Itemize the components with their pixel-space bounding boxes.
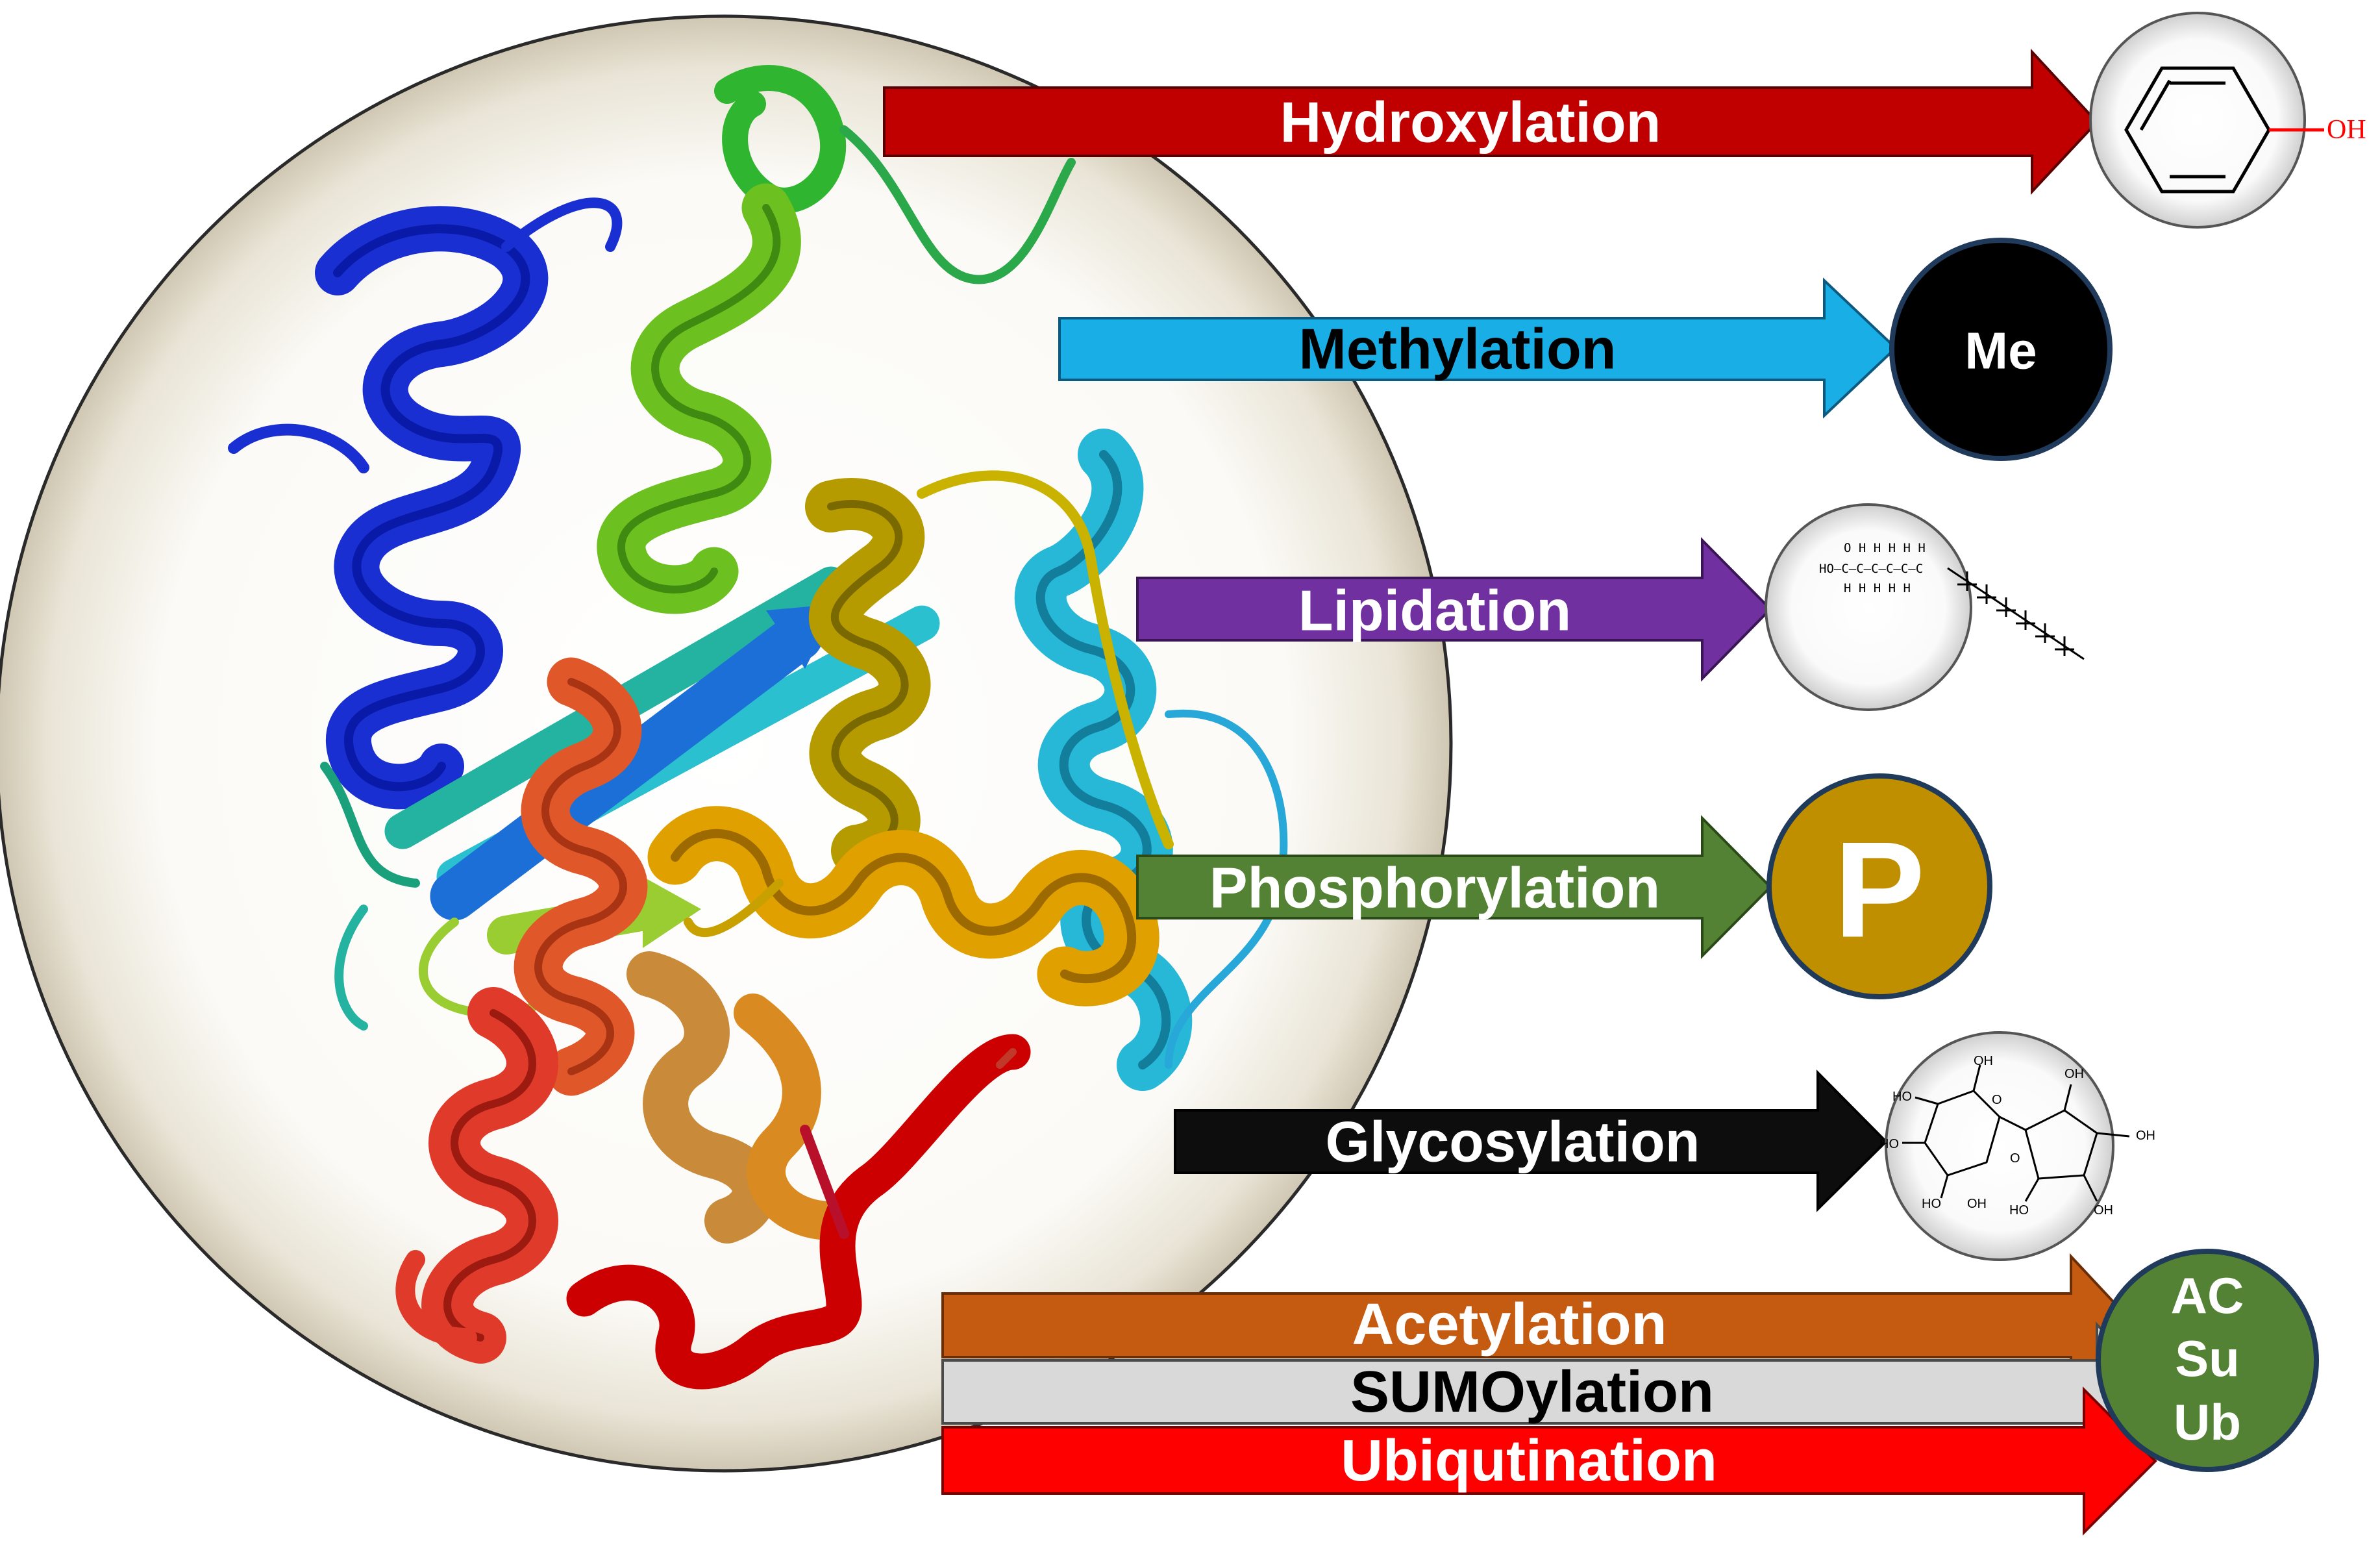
glyco-badge: OH HO HO HO OH O O OH OH HO OH (1879, 1031, 2155, 1261)
glyco-oh-label: OH (1967, 1197, 1987, 1211)
combined-label-ac: AC (2171, 1267, 2244, 1324)
ptm-arrow-methylation: Methylation (1058, 277, 1898, 419)
hydroxyl-oh-label: OH (2327, 115, 2366, 145)
arrow-label: Lipidation (1298, 579, 1571, 643)
phospho-badge: P (1766, 773, 1992, 999)
ptm-arrow-ubiqutination: Ubiqutination (941, 1386, 2157, 1536)
combined-badge: AC Su Ub (2096, 1249, 2319, 1472)
phenol-ring-icon (2124, 66, 2324, 194)
glyco-oh-label: OH (2064, 1067, 2084, 1081)
arrow-label: Glycosylation (1325, 1110, 1700, 1174)
arrow-shape (1058, 277, 1898, 419)
svg-text:HO–C–C–C–C–C–C: HO–C–C–C–C–C–C (1819, 562, 1923, 576)
glyco-oh-label: OH (1974, 1054, 1993, 1068)
arrow-shape (1136, 815, 1772, 959)
glyco-oh-label: HO (2009, 1203, 2029, 1218)
methyl-label: Me (1965, 322, 2037, 380)
lipid-tail-icon (1947, 567, 2085, 660)
lipid-badge: O H H H H H HO–C–C–C–C–C–C H H H H H (1765, 503, 2085, 711)
methyl-badge: Me (1889, 238, 2113, 461)
ptm-arrow-lipidation: Lipidation (1136, 537, 1772, 682)
ptm-arrow-phosphorylation: Phosphorylation (1136, 815, 1772, 959)
arrow-label: Phosphorylation (1209, 856, 1660, 920)
glyco-oh-label: HO (1922, 1197, 1941, 1211)
svg-text:H H H H H: H H H H H (1844, 581, 1911, 595)
hydroxyl-badge: OH (2089, 12, 2366, 229)
arrow-shape (1136, 537, 1772, 682)
glyco-oh-label: HO (1879, 1137, 1899, 1151)
svg-text:O H H H H H: O H H H H H (1844, 541, 1926, 555)
ptm-arrow-glycosylation: Glycosylation (1174, 1069, 1888, 1212)
ptm-arrow-hydroxylation: Hydroxylation (883, 48, 2099, 195)
arrow-shape (1174, 1069, 1888, 1212)
glyco-oh-label: OH (2136, 1129, 2155, 1143)
arrow-label: Hydroxylation (1280, 90, 1661, 155)
combined-label-ub: Ub (2174, 1394, 2241, 1451)
arrow-label: Methylation (1299, 317, 1617, 381)
arrow-label: SUMOylation (1350, 1360, 1714, 1425)
arrow-shape (941, 1386, 2157, 1536)
fatty-acid-chain-icon: O H H H H H HO–C–C–C–C–C–C H H H H H (1819, 541, 1926, 595)
arrow-shape (883, 48, 2099, 195)
phospho-label: P (1834, 814, 1925, 966)
glyco-oh-label: O (2010, 1151, 2020, 1166)
glyco-oh-label: HO (1892, 1090, 1912, 1104)
glyco-oh-label: OH (2094, 1203, 2113, 1218)
protein-ribbon-structure (228, 65, 1288, 1390)
protein-sphere (0, 14, 1453, 1473)
arrow-label: Ubiqutination (1341, 1429, 1717, 1494)
sucrose-structure-icon (1902, 1064, 2130, 1202)
glyco-oh-label: O (1992, 1093, 2002, 1107)
arrow-label: Acetylation (1352, 1292, 1667, 1357)
combined-label-su: Su (2175, 1330, 2240, 1387)
